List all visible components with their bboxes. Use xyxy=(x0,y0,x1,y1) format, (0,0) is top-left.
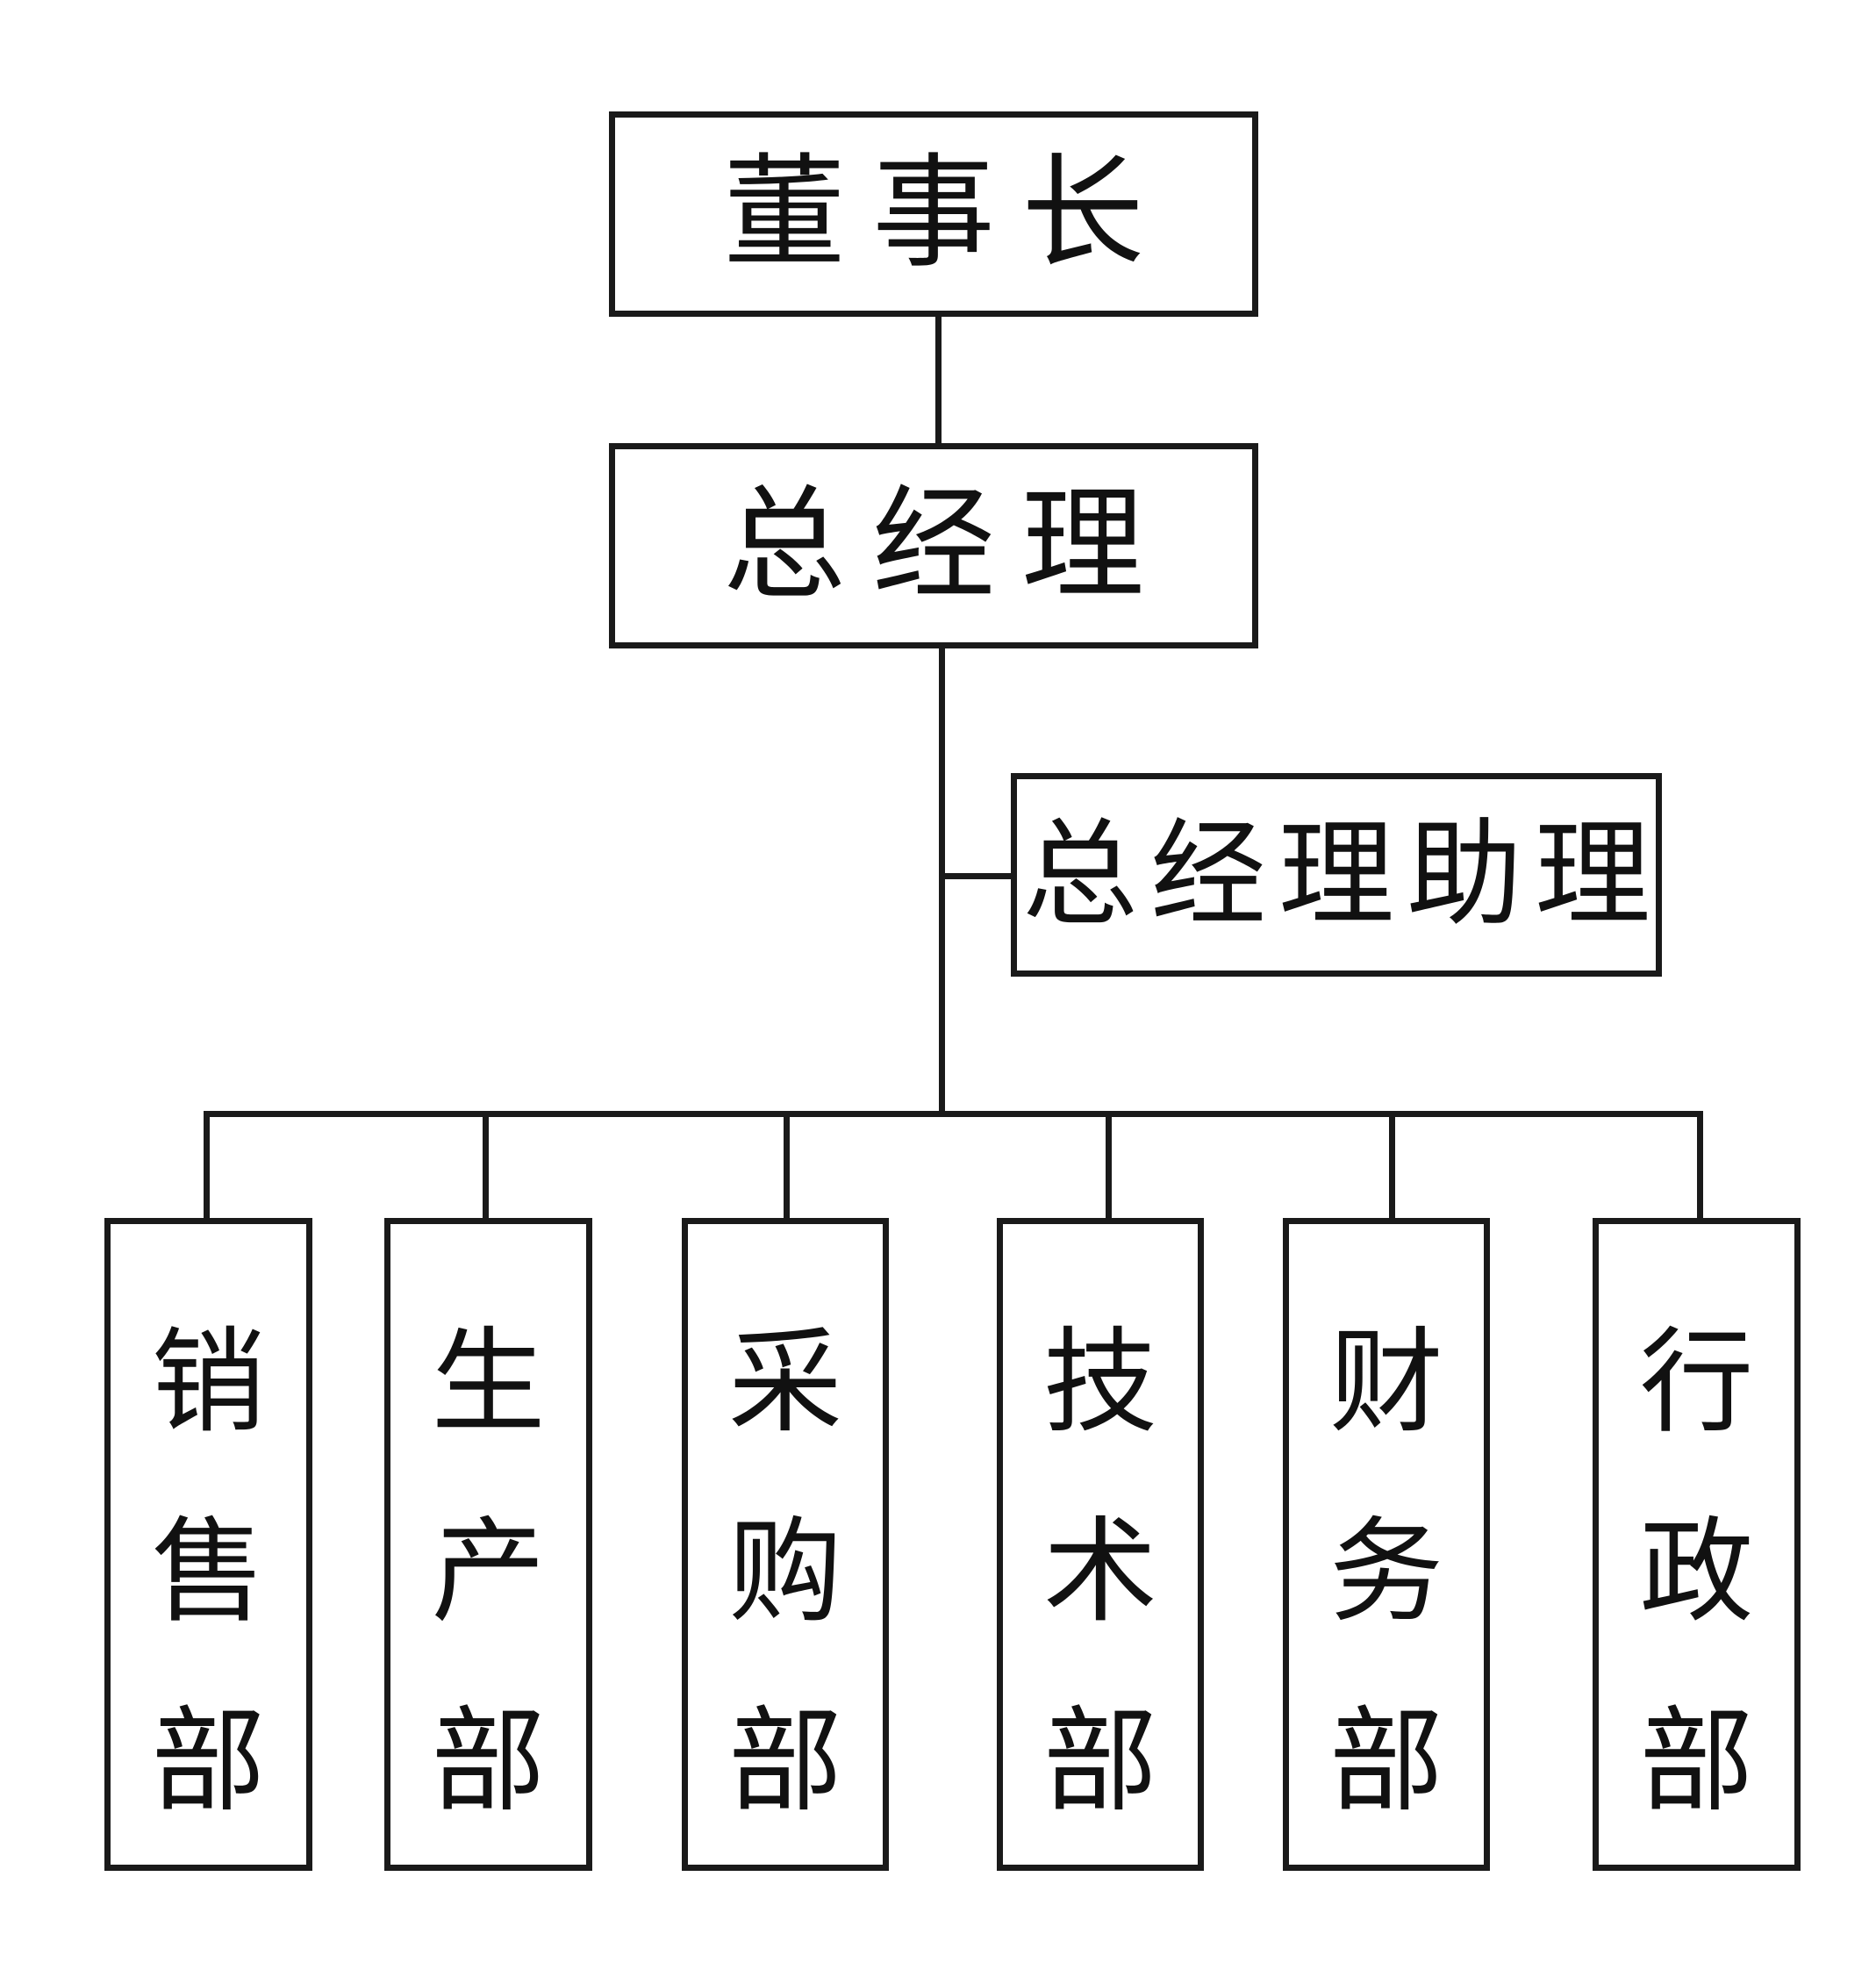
department-box-finance: 财务部 xyxy=(1283,1218,1490,1871)
department-box-production: 生产部 xyxy=(384,1218,592,1871)
department-box-technology: 技术部 xyxy=(997,1218,1204,1871)
department-box-purchasing: 采购部 xyxy=(682,1218,889,1871)
connector-department-bus xyxy=(204,1111,1697,1117)
connector-dept-3 xyxy=(784,1111,790,1220)
department-label: 行政部 xyxy=(1639,1315,1754,1828)
connector-chairman-gm xyxy=(935,314,942,446)
department-label: 生产部 xyxy=(431,1315,546,1828)
department-label: 财务部 xyxy=(1328,1315,1443,1828)
department-box-sales: 销售部 xyxy=(104,1218,312,1871)
general-manager-label: 总经理 xyxy=(722,474,1171,617)
department-label: 销售部 xyxy=(151,1315,266,1828)
department-label: 技术部 xyxy=(1042,1315,1157,1828)
chairman-label: 董事长 xyxy=(722,142,1171,285)
department-label: 采购部 xyxy=(727,1315,842,1828)
department-box-administration: 行政部 xyxy=(1593,1218,1801,1871)
assistant-box: 总经理助理 xyxy=(1011,773,1662,977)
connector-dept-2 xyxy=(483,1111,489,1220)
chairman-box: 董事长 xyxy=(609,111,1258,317)
general-manager-box: 总经理 xyxy=(609,443,1258,648)
assistant-label: 总经理助理 xyxy=(1022,807,1663,942)
connector-dept-5 xyxy=(1389,1111,1395,1220)
connector-dept-4 xyxy=(1106,1111,1112,1220)
connector-dept-1 xyxy=(204,1111,210,1220)
connector-dept-6 xyxy=(1697,1111,1703,1220)
connector-assistant-branch xyxy=(939,873,1013,879)
